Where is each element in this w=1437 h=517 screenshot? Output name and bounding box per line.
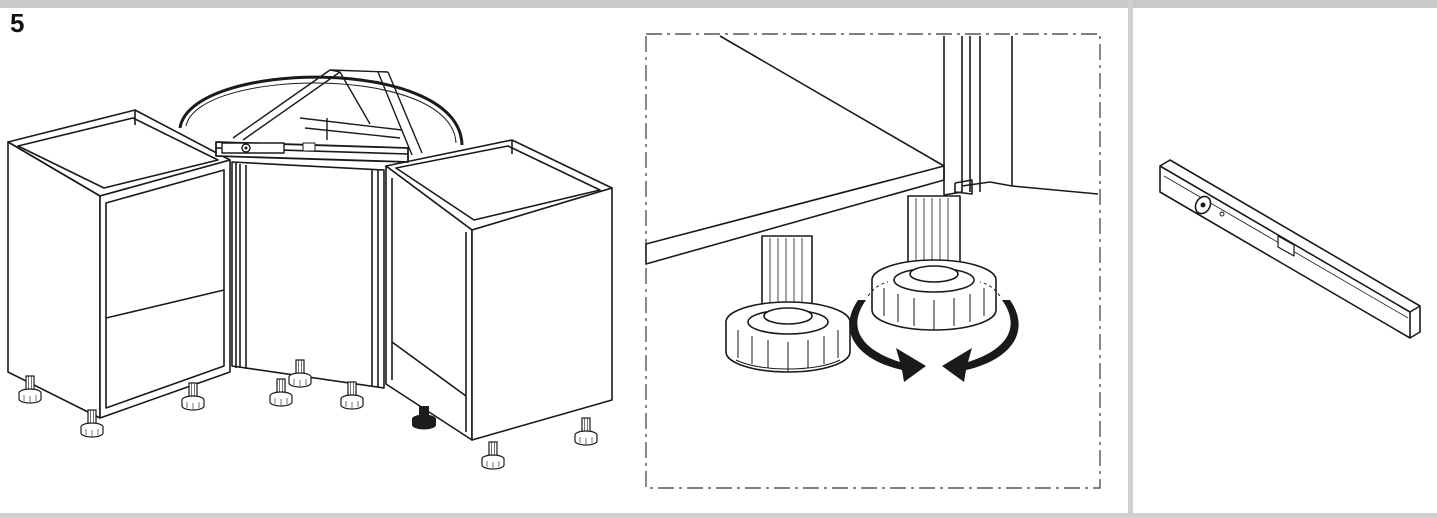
detail-view [645, 33, 1101, 489]
cabinet-legs [18, 359, 598, 470]
rotate-arrow-left [849, 300, 926, 382]
leg [481, 441, 505, 470]
spirit-level-tool [1159, 159, 1421, 339]
bottom-border [0, 513, 1437, 517]
right-cabinet [385, 139, 613, 441]
left-cabinet [7, 109, 231, 419]
carousel-struts [232, 69, 423, 156]
rotate-arrow-right [942, 300, 1019, 382]
spirit-level-on-cabinet [221, 142, 316, 154]
carousel-arc [178, 75, 464, 146]
leg [574, 417, 598, 446]
panel-divider [1128, 0, 1133, 517]
detail-frame [645, 33, 1101, 489]
leg [340, 381, 364, 410]
dark-leg-adjuster [412, 406, 436, 430]
top-border [0, 0, 1437, 8]
corner-door [215, 141, 409, 389]
level-horizontal-vial [1277, 235, 1295, 257]
step-number: 5 [10, 8, 25, 38]
cabinet-assembly [7, 69, 613, 441]
detail-leg-left [725, 235, 851, 373]
rotation-arrows [849, 281, 1019, 382]
detail-leg-right [871, 195, 997, 331]
